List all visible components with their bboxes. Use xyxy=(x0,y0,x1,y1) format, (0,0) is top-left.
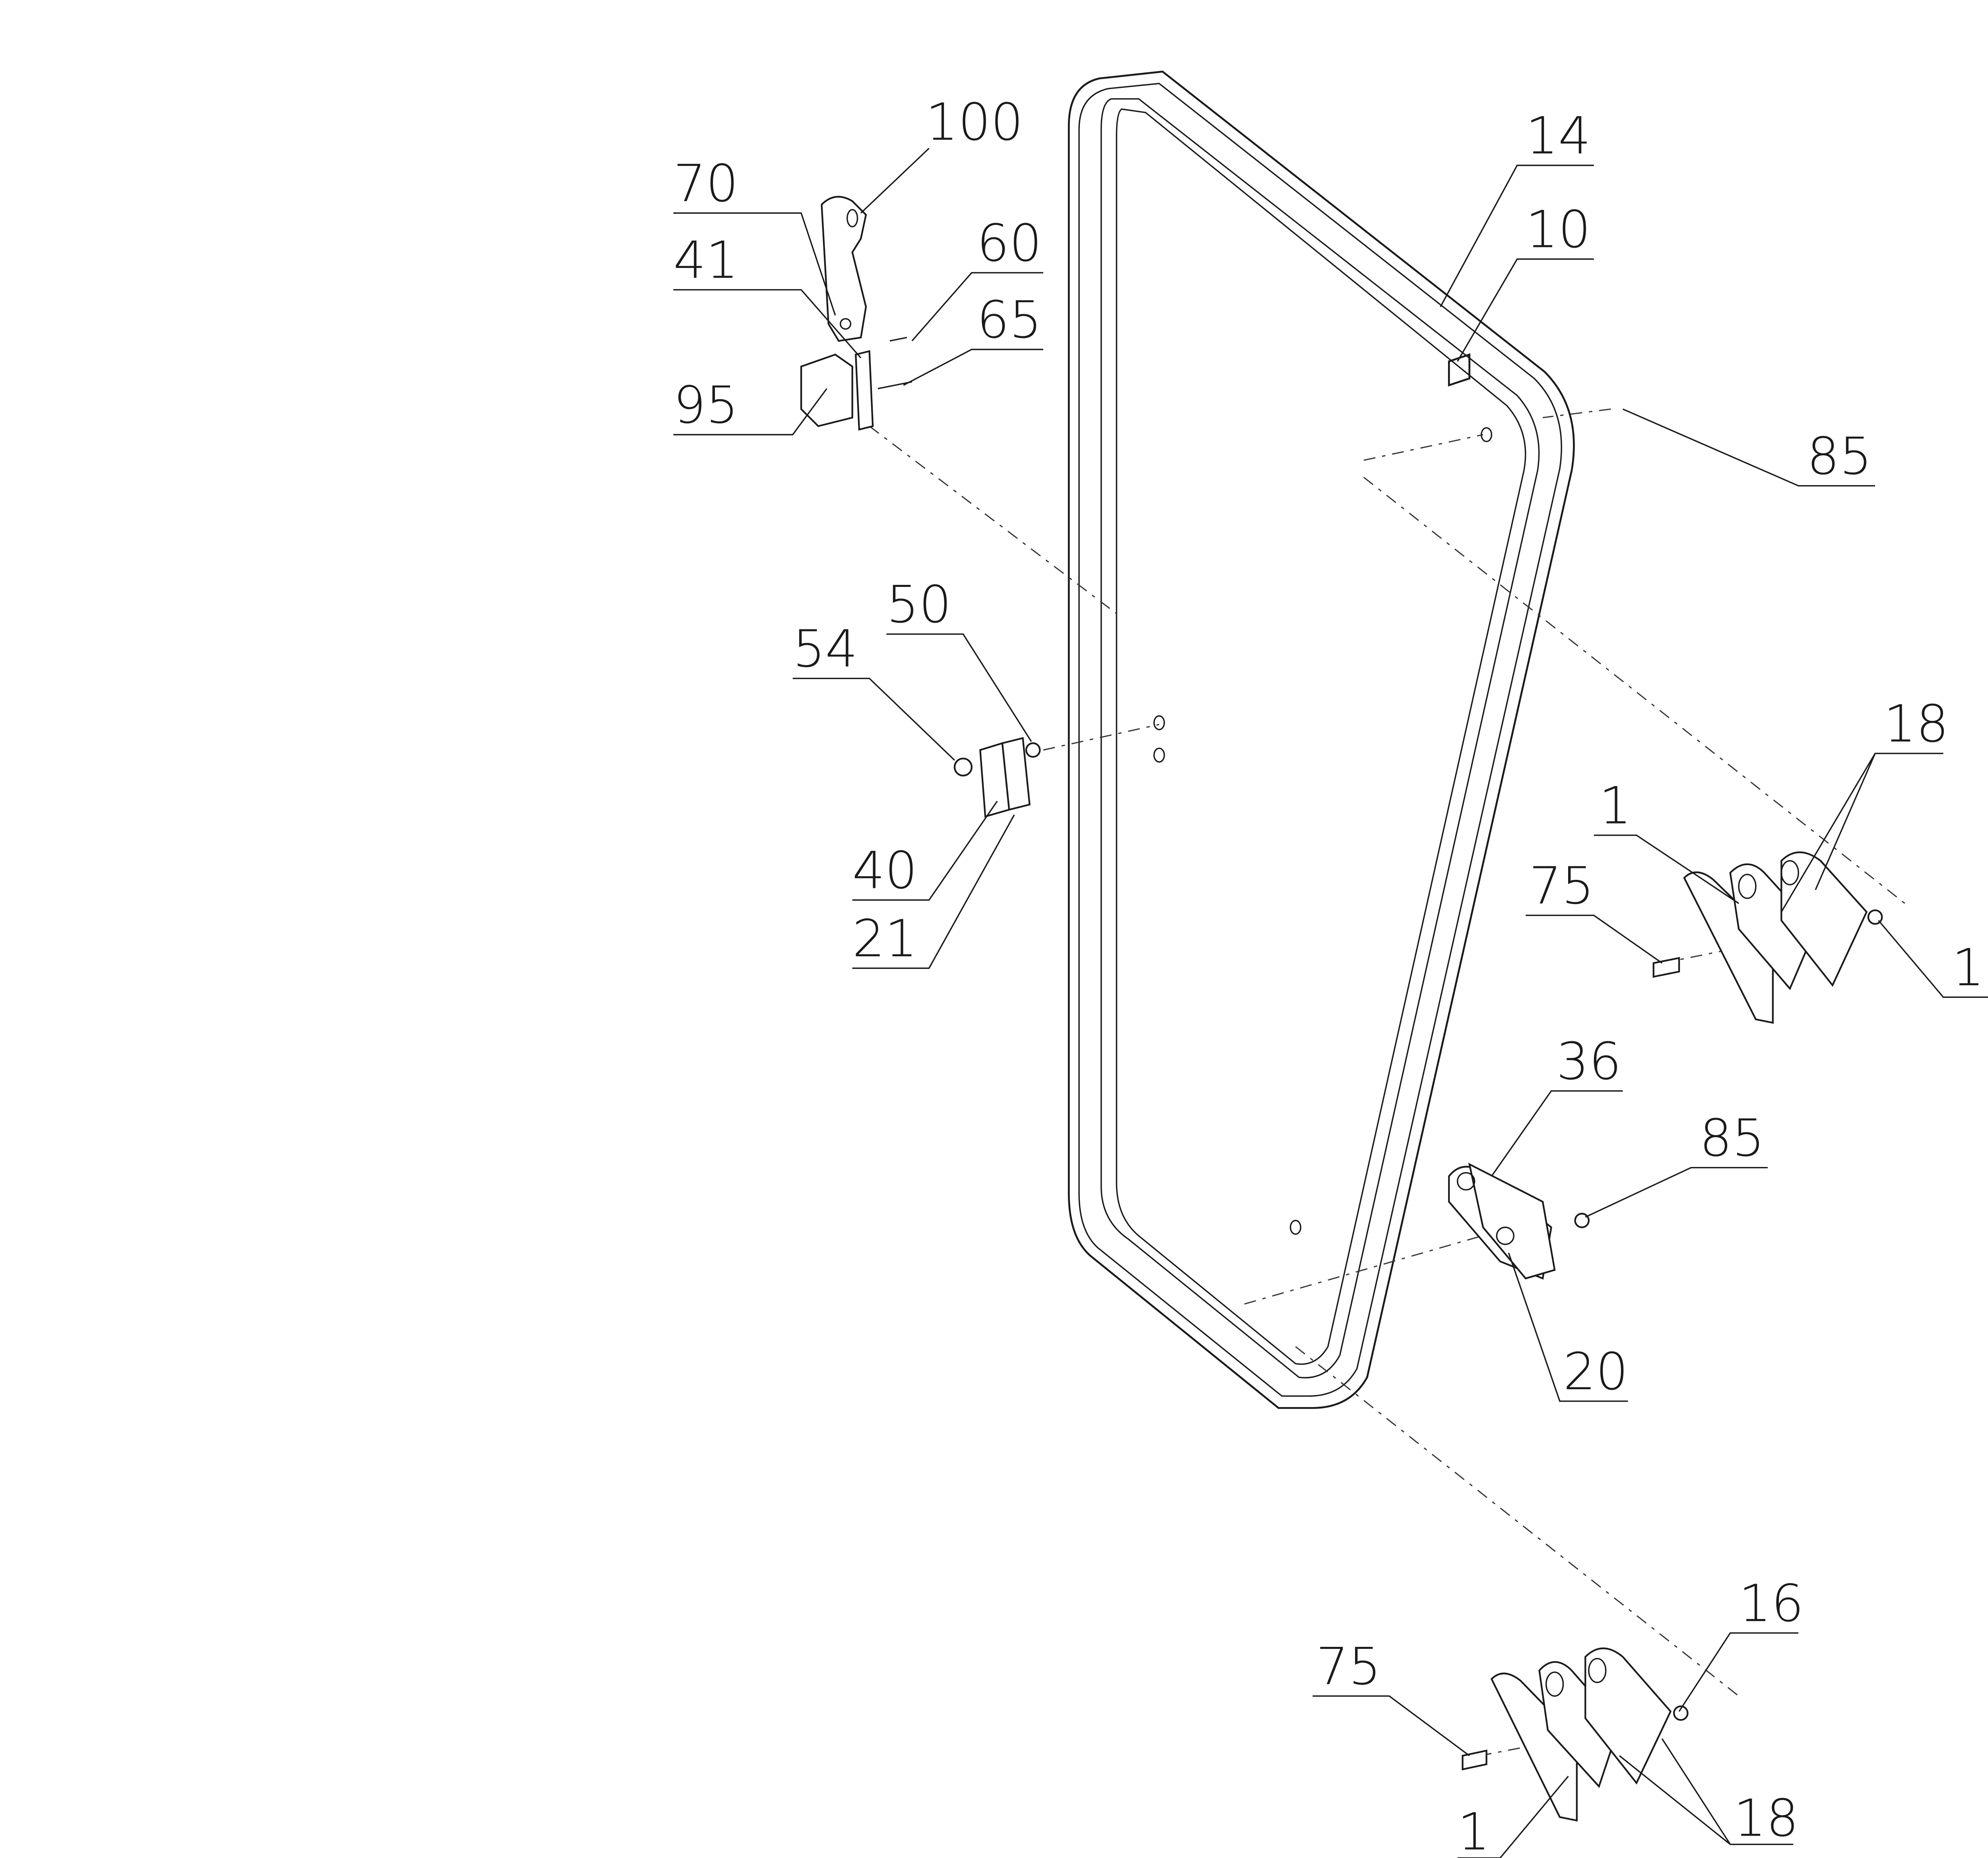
callout-36: 36 xyxy=(1556,1032,1621,1091)
callout-54: 54 xyxy=(793,619,858,679)
callout-labels: 100 70 41 60 65 95 14 10 85 50 54 40 21 … xyxy=(674,93,1988,1858)
handle-bracket xyxy=(800,353,853,427)
callout-20: 20 xyxy=(1563,1342,1629,1402)
callout-85-lower: 85 xyxy=(1700,1109,1765,1168)
callout-10: 10 xyxy=(1526,200,1591,260)
callout-75-lower: 75 xyxy=(1316,1637,1381,1697)
label-plate xyxy=(1448,353,1471,387)
handle-assembly xyxy=(800,196,912,431)
callout-100: 100 xyxy=(926,93,1023,152)
callout-18-lower: 18 xyxy=(1734,1789,1799,1848)
callout-16-lower: 16 xyxy=(1739,1574,1804,1633)
door-frame xyxy=(1068,70,1575,1409)
callout-70: 70 xyxy=(674,154,739,214)
callout-40: 40 xyxy=(852,841,918,901)
callout-50: 50 xyxy=(886,575,951,635)
lock-assembly xyxy=(953,737,1041,818)
callout-1-upper: 1 xyxy=(1599,777,1632,836)
callout-21: 21 xyxy=(852,909,918,969)
callout-41: 41 xyxy=(674,231,739,290)
callout-95: 95 xyxy=(674,376,739,435)
handle xyxy=(821,196,867,342)
callout-16-upper: 16 xyxy=(1952,938,1988,998)
callout-75-upper: 75 xyxy=(1529,856,1594,916)
assembly-lines xyxy=(869,408,1910,1757)
upper-hinge xyxy=(1652,851,1883,1024)
lower-hinge xyxy=(1462,1647,1689,1822)
callout-leaders xyxy=(673,148,1988,1858)
callout-1-lower: 1 xyxy=(1458,1803,1490,1858)
callout-14: 14 xyxy=(1526,107,1591,166)
callout-65: 65 xyxy=(977,291,1042,350)
handle-plate xyxy=(855,350,874,431)
callout-85-upper: 85 xyxy=(1807,427,1872,486)
callout-60: 60 xyxy=(977,214,1042,273)
middle-hinge xyxy=(1448,1163,1590,1280)
callout-18-upper: 18 xyxy=(1884,695,1949,754)
